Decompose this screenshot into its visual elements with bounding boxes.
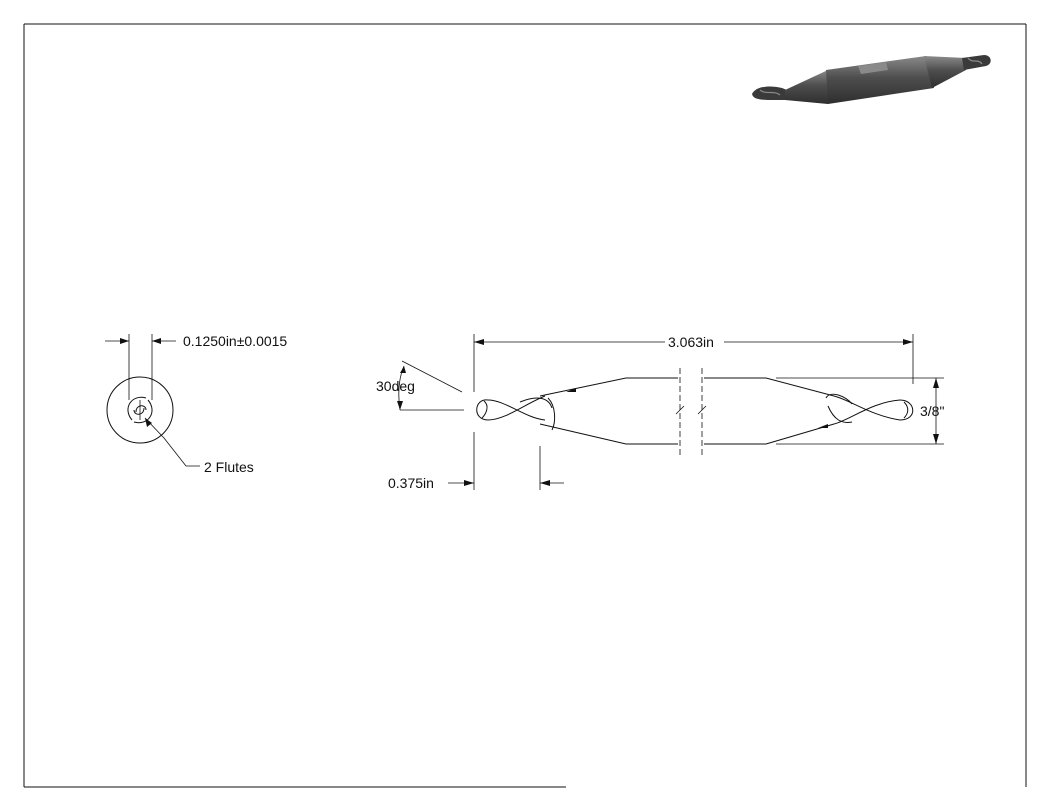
center-drill-3d-render — [752, 55, 991, 104]
end-view: 0.1250in±0.0015 2 Flutes — [105, 333, 287, 475]
end-view-outline — [106, 376, 174, 444]
end-view-diameter-label: 0.1250in±0.0015 — [183, 333, 287, 349]
overall-length-label: 3.063in — [668, 334, 714, 350]
shank-diameter-label: 3/8" — [920, 403, 944, 419]
tip-length-label: 0.375in — [388, 475, 434, 491]
side-view: 3.063in 30deg — [376, 334, 944, 491]
flutes-label: 2 Flutes — [204, 459, 254, 475]
sheet-border — [23, 23, 1027, 788]
angle-label: 30deg — [376, 378, 415, 394]
